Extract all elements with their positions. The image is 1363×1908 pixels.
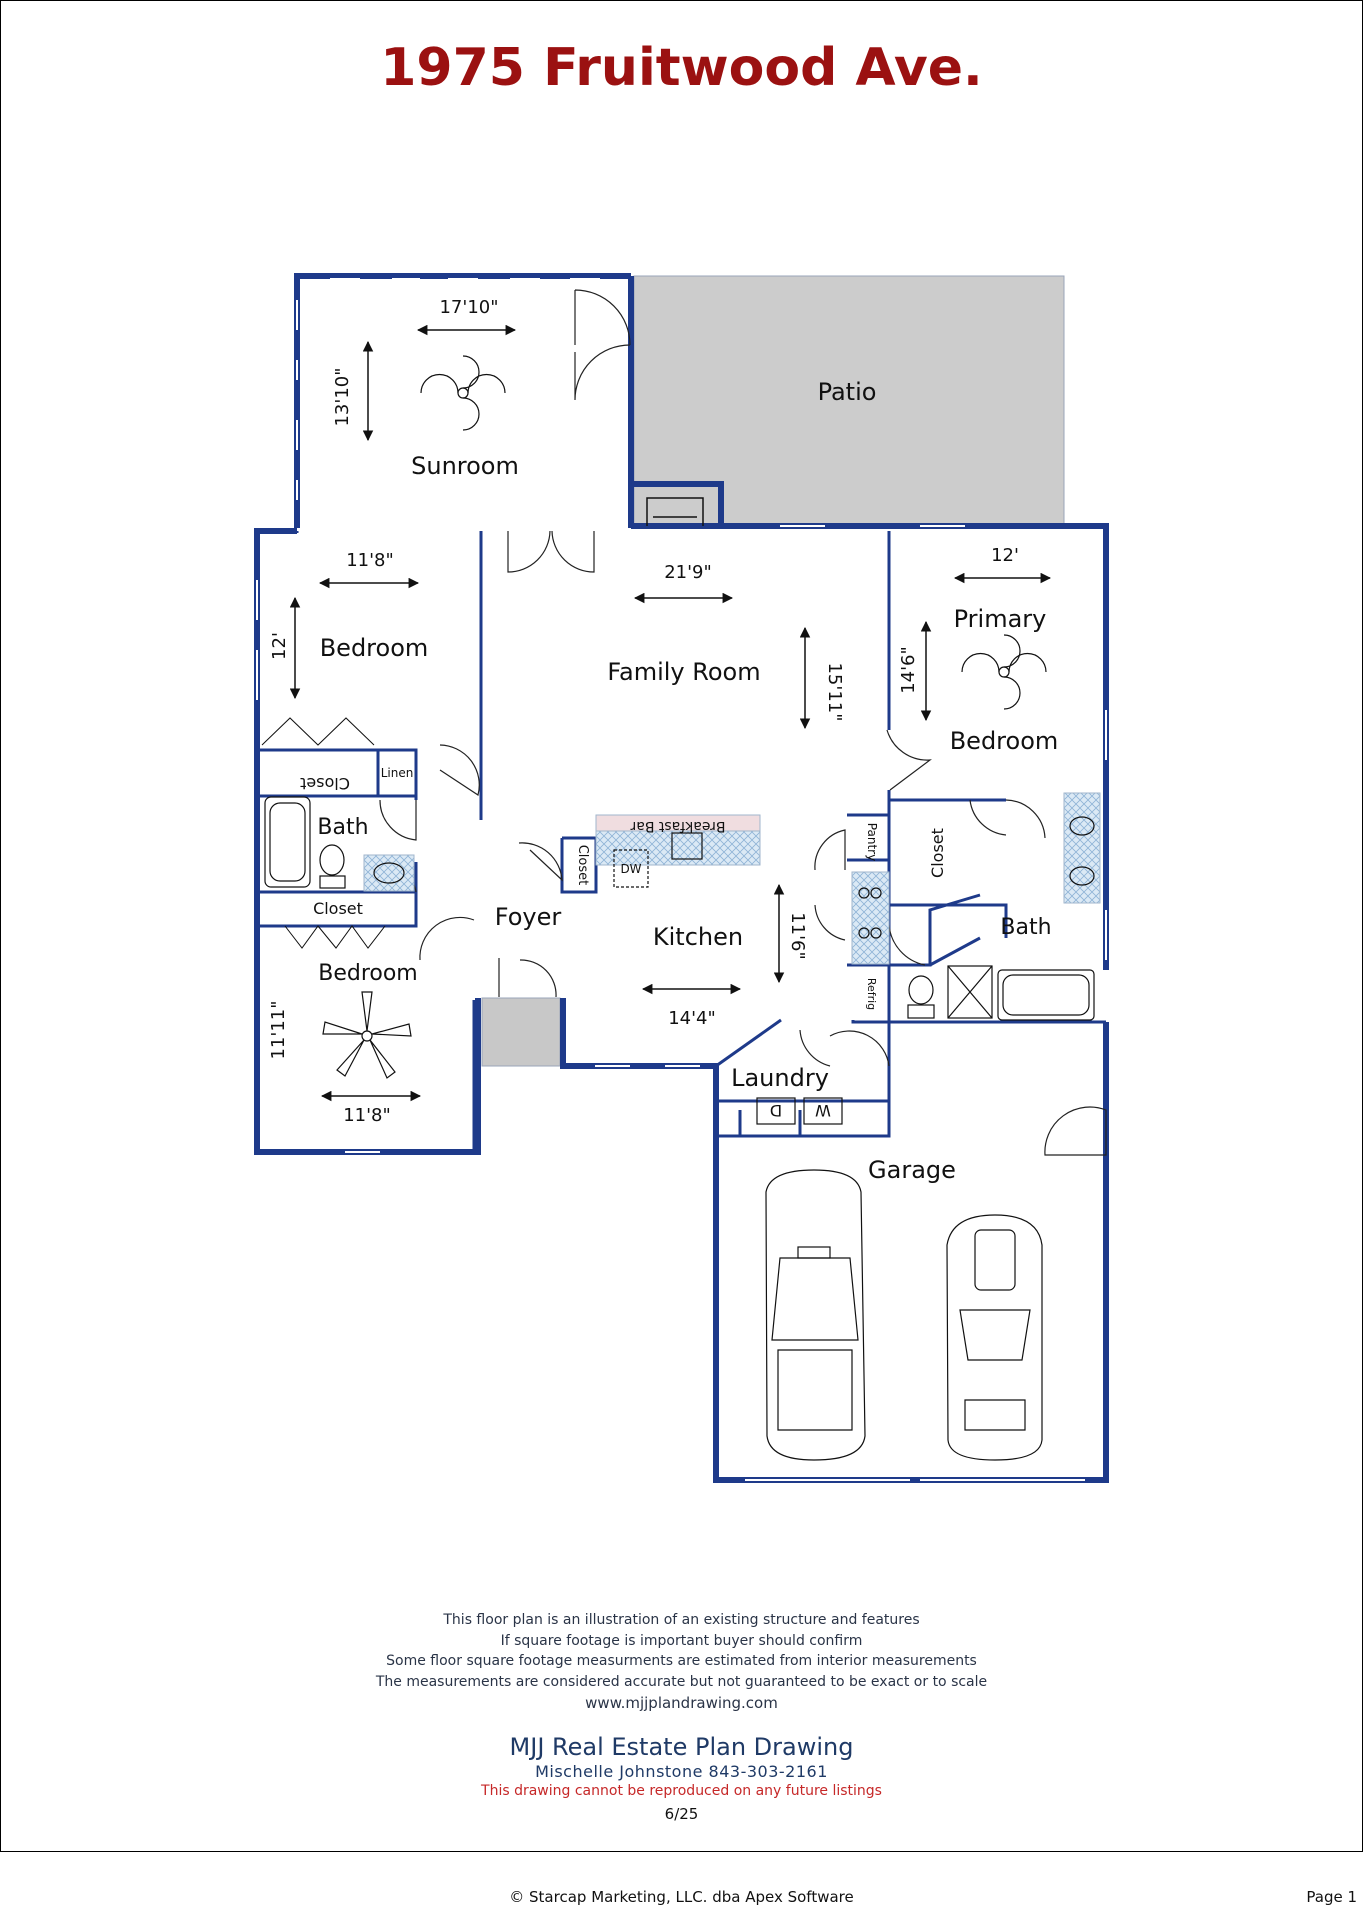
dimension-family-width: 21'9" bbox=[664, 562, 712, 583]
primary-vanity-counter bbox=[1063, 792, 1101, 904]
floor-plan: Patio Sunroom Bedroom Family Room Primar… bbox=[254, 273, 1109, 1483]
room-label-foyer: Foyer bbox=[495, 903, 562, 931]
room-label-primary-bedroom: Bedroom bbox=[950, 727, 1059, 755]
porch-area bbox=[481, 997, 561, 1067]
room-label-family-room: Family Room bbox=[607, 658, 760, 686]
breakfast-bar-top bbox=[595, 814, 761, 832]
dimension-primary-height: 14'6" bbox=[898, 646, 919, 694]
dimension-sunroom-height: 13'10" bbox=[332, 367, 353, 426]
fixtures bbox=[264, 796, 1095, 1125]
room-label-refrig: Refrig bbox=[865, 978, 878, 1010]
room-label-garage: Garage bbox=[868, 1156, 956, 1184]
room-label-closet-foyer: Closet bbox=[575, 845, 590, 886]
room-label-dw: DW bbox=[620, 862, 641, 876]
disclaimer-line: If square footage is important buyer sho… bbox=[500, 1632, 863, 1649]
doors bbox=[379, 289, 1107, 1156]
room-label-breakfast-bar: Breakfast Bar bbox=[630, 818, 725, 834]
room-label-dryer: D bbox=[770, 1101, 782, 1120]
room-label-primary: Primary bbox=[954, 605, 1047, 633]
dimension-bedroom2-height: 11'11" bbox=[268, 1000, 289, 1059]
dimension-sunroom-width: 17'10" bbox=[439, 297, 498, 318]
bifold-doors bbox=[261, 717, 386, 949]
website-link[interactable]: www.mjjplandrawing.com bbox=[585, 1694, 778, 1712]
drawing-date: 6/25 bbox=[664, 1805, 699, 1823]
plan-title: 1975 Fruitwood Ave. bbox=[380, 38, 983, 98]
vanity-counter bbox=[363, 854, 415, 892]
room-label-bedroom-1: Bedroom bbox=[320, 634, 429, 662]
company-name: MJJ Real Estate Plan Drawing bbox=[509, 1733, 854, 1761]
room-label-closet-1: Closet bbox=[300, 774, 350, 793]
ceiling-fans bbox=[322, 355, 1047, 1079]
garage-cars bbox=[765, 1169, 1043, 1461]
room-label-washer: W bbox=[815, 1101, 831, 1120]
dimension-primary-width: 12' bbox=[991, 545, 1019, 566]
dimension-arrows bbox=[289, 324, 1052, 1102]
dimension-kitchen-height: 11'6" bbox=[787, 912, 808, 960]
room-label-bath-2: Bath bbox=[1000, 915, 1051, 940]
room-label-closet-primary: Closet bbox=[928, 828, 947, 878]
disclaimer-line: The measurements are considered accurate… bbox=[375, 1673, 988, 1690]
kitchen-counter-right bbox=[851, 871, 890, 965]
room-label-pantry: Pantry bbox=[865, 823, 879, 861]
fireplace bbox=[646, 497, 704, 526]
room-label-kitchen: Kitchen bbox=[653, 923, 743, 951]
room-label-bedroom-2: Bedroom bbox=[318, 961, 418, 986]
disclaimer-line: This floor plan is an illustration of an… bbox=[443, 1612, 920, 1628]
room-label-closet-2: Closet bbox=[313, 899, 363, 918]
room-label-bath-1: Bath bbox=[317, 815, 368, 840]
room-label-sunroom: Sunroom bbox=[411, 452, 519, 480]
breakfast-bar-counter bbox=[595, 829, 761, 866]
windows bbox=[256, 278, 1107, 1481]
room-label-linen: Linen bbox=[381, 766, 414, 780]
dimension-bedroom1-height: 12' bbox=[269, 632, 290, 660]
dimension-family-height: 15'11" bbox=[824, 662, 845, 721]
dimension-bedroom2-width: 11'8" bbox=[343, 1105, 391, 1126]
dimension-bedroom1-width: 11'8" bbox=[346, 550, 394, 571]
room-label-patio: Patio bbox=[818, 378, 877, 406]
disclaimer-block: This floor plan is an illustration of an… bbox=[0, 1610, 1363, 1826]
room-label-laundry: Laundry bbox=[731, 1064, 829, 1092]
dimension-kitchen-width: 14'4" bbox=[668, 1008, 716, 1029]
footer-copyright: © Starcap Marketing, LLC. dba Apex Softw… bbox=[509, 1888, 854, 1906]
disclaimer-line: Some floor square footage measurments ar… bbox=[386, 1653, 977, 1669]
footer-page-number: Page 1 bbox=[1306, 1888, 1357, 1906]
reproduction-warning: This drawing cannot be reproduced on any… bbox=[481, 1783, 882, 1799]
contact-info: Mischelle Johnstone 843-303-2161 bbox=[535, 1762, 828, 1781]
